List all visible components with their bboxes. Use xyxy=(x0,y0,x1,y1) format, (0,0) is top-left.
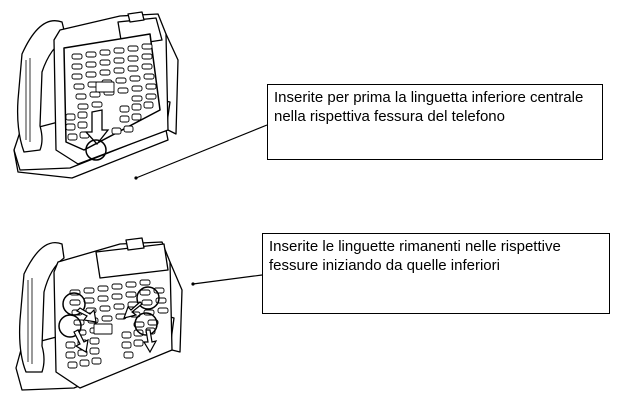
arrow-icon xyxy=(84,109,110,146)
circle-highlight xyxy=(134,312,158,336)
callout-step-1-text: Inserite per prima la linguetta inferior… xyxy=(274,89,584,125)
callout-step-2-text: Inserite le linguette rimanenti nelle ri… xyxy=(269,238,561,274)
circle-highlight xyxy=(85,139,107,161)
circle-highlight xyxy=(58,314,82,338)
circle-highlight xyxy=(136,286,160,310)
leader-line-step-1 xyxy=(135,124,268,179)
leader-line-step-2 xyxy=(192,274,263,285)
callout-step-2: Inserite le linguette rimanenti nelle ri… xyxy=(262,233,610,314)
callout-step-1: Inserite per prima la linguetta inferior… xyxy=(267,84,603,160)
arrow-icon xyxy=(73,301,158,354)
